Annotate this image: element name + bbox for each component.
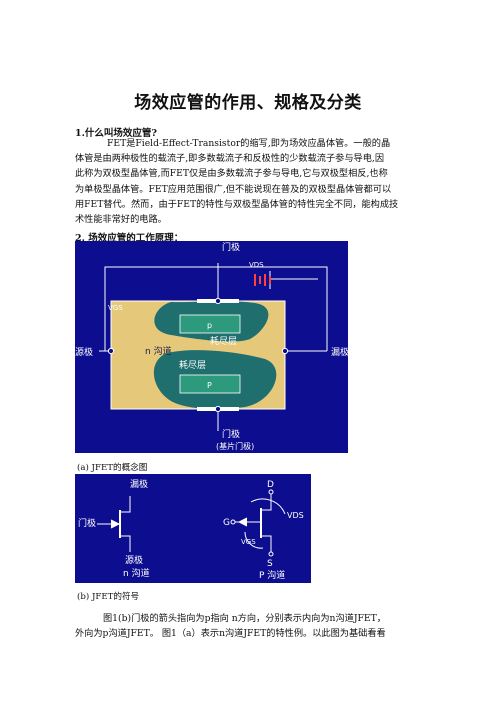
label-gate-bottom: 门极 (222, 428, 240, 440)
label-p-bottom: P (207, 381, 212, 390)
label-gate-top: 门极 (222, 241, 240, 253)
label-source: 源极 (75, 346, 93, 358)
p-region-top (179, 314, 241, 334)
label-left-drain: 漏极 (130, 478, 148, 490)
vgs-arc (244, 531, 264, 549)
n-channel-gate-arrow-icon (110, 519, 121, 529)
label-right-s: S (267, 559, 273, 569)
terminal-gate-bottom (214, 405, 222, 413)
jfet-symbol-diagram: 漏极 门极 源极 n 沟道 D G VDS VGS S P 沟道 (75, 474, 311, 583)
source-top-wire (104, 266, 218, 351)
p-channel-drain-terminal (268, 489, 274, 495)
vds-arc (250, 498, 286, 515)
label-gate-bottom-note: (基片门极) (216, 441, 254, 451)
label-p-top: p (207, 321, 212, 330)
label-drain: 漏极 (331, 346, 348, 358)
paragraph-line: 此称为双极型晶体管,而FET仅是由多数载流子参与导电,它与双极型相反,也称 (75, 168, 388, 180)
p-channel-drain-source-lines (260, 494, 272, 552)
label-depletion-bottom: 耗尽层 (179, 360, 206, 371)
p-channel-symbol (230, 489, 286, 557)
p-region-bottom (179, 374, 241, 394)
label-left-source: 源极 (125, 554, 143, 566)
drain-bias-wire (218, 266, 328, 351)
section-1-heading: 1.什么叫场效应管? (75, 128, 157, 139)
paragraph-line: 外向为p沟道JFET。 图1（a）表示n沟道JFET的特性例。以此图为基础看看 (75, 628, 386, 640)
jfet-concept-svg: 门极 VDS VGS 源极 漏极 n 沟道 耗尽层 耗尽层 p P 门极 (基片… (75, 241, 349, 451)
p-channel-source-terminal (268, 551, 274, 557)
vds-battery (254, 274, 271, 286)
terminal-drain (281, 347, 289, 355)
figure-b-caption: (b) JFET的符号 (77, 592, 140, 602)
figure-a-caption: (a) JFET的概念图 (77, 463, 148, 473)
p-channel-gate-arrow-icon (237, 517, 248, 527)
jfet-concept-diagram: 门极 VDS VGS 源极 漏极 n 沟道 耗尽层 耗尽层 p P 门极 (基片… (75, 241, 349, 453)
label-vgs: VGS (108, 304, 123, 312)
label-right-vds: VDS (287, 511, 304, 520)
terminal-source (107, 347, 115, 355)
label-n-channel: n 沟道 (145, 345, 172, 357)
paragraph-line: 术性能非常好的电路。 (75, 214, 167, 226)
section-2-heading: 2. 场效应管的工作原理： (75, 233, 184, 244)
paragraph-line: FET是Field-Effect-Transistor的缩写,即为场效应晶体管。… (107, 138, 391, 149)
label-right-vgs: VGS (241, 538, 256, 546)
section-1-paragraph: FET是Field-Effect-Transistor的缩写,即为场效应晶体管。… (75, 136, 425, 227)
terminal-gate-top (214, 297, 222, 305)
paragraph-line: 图1(b)门极的箭头指向为p指向 n方向，分别表示内向为n沟道JFET， (103, 613, 386, 624)
paragraph-line: 为单极型晶体管。FET应用范围很广,但不能说现在普及的双极型晶体管都可以 (75, 183, 392, 195)
label-left-gate: 门极 (78, 517, 96, 529)
page-title: 场效应管的作用、规格及分类 (134, 93, 362, 113)
p-channel-gate-terminal (230, 519, 236, 525)
jfet-symbol-svg: 漏极 门极 源极 n 沟道 D G VDS VGS S P 沟道 (78, 478, 304, 581)
label-depletion-top: 耗尽层 (210, 336, 237, 347)
label-right-type: P 沟道 (259, 569, 285, 581)
label-right-g: G (223, 518, 230, 528)
paragraph-line: 用FET替代。然而，由于FET的特性与双极型晶体管的特性完全不同，能构成技 (75, 198, 399, 210)
label-vds: VDS (249, 261, 264, 269)
label-left-type: n 沟道 (123, 567, 150, 579)
n-channel-drain-source-lines (119, 496, 131, 552)
label-right-d: D (267, 480, 274, 490)
n-channel-symbol (97, 496, 131, 552)
paragraph-line: 体管是由两种极性的载流子,即多数载流子和反极性的少数载流子参与导电,因 (75, 153, 385, 165)
section-3-paragraph: 图1(b)门极的箭头指向为p指向 n方向，分别表示内向为n沟道JFET， 外向为… (75, 611, 435, 641)
vds-battery-wire (269, 271, 318, 289)
